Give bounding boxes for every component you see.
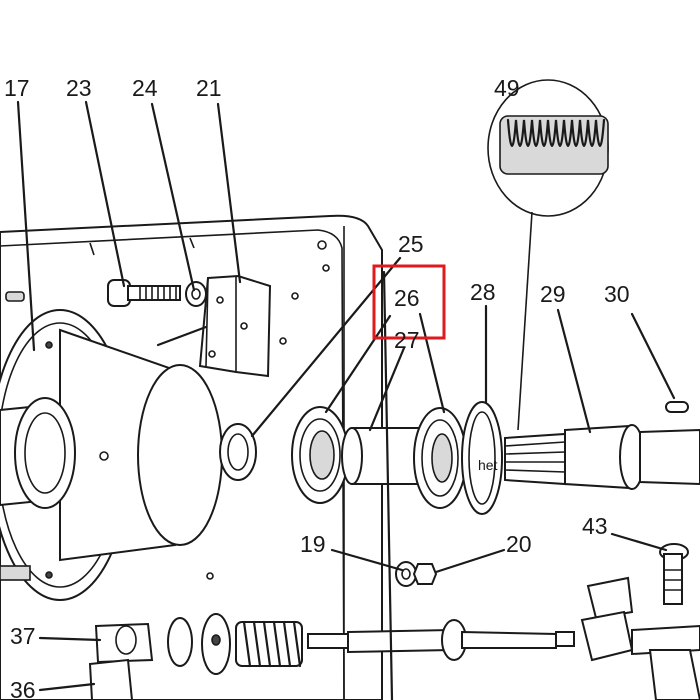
label-28: 28	[470, 279, 496, 305]
bearing-left	[291, 406, 349, 504]
label-29: 29	[540, 281, 566, 307]
spring-part-49	[487, 79, 609, 431]
label-49: 49	[494, 75, 520, 101]
block-part-21	[156, 274, 272, 378]
seal-ring	[219, 423, 257, 481]
bearing-right	[413, 407, 467, 509]
linkage-assembly	[580, 576, 700, 700]
part-labels: 17 23 24 21 49 25 26 27 28 29 30 19 20 4…	[4, 75, 630, 700]
highlight-box	[372, 264, 446, 340]
nut-washer-19-20	[395, 561, 438, 587]
svg-text:het: het	[478, 457, 498, 473]
label-30: 30	[604, 281, 630, 307]
label-20: 20	[506, 531, 532, 557]
label-25: 25	[398, 231, 424, 257]
lower-shaft-assembly	[88, 613, 575, 700]
label-21: 21	[196, 75, 222, 101]
washer-part-24	[185, 281, 207, 307]
label-17: 17	[4, 75, 30, 101]
label-43: 43	[582, 513, 608, 539]
splined-shaft-part-29	[504, 424, 700, 490]
label-37: 37	[10, 623, 36, 649]
label-27: 27	[394, 327, 420, 353]
label-23: 23	[66, 75, 92, 101]
circlip-part-28: het	[461, 401, 503, 515]
label-36: 36	[10, 677, 36, 700]
screw-part-43	[659, 543, 689, 605]
key-part-30	[665, 401, 689, 413]
label-26: 26	[394, 285, 420, 311]
label-19: 19	[300, 531, 326, 557]
label-24: 24	[132, 75, 158, 101]
flange-assembly	[0, 309, 223, 601]
